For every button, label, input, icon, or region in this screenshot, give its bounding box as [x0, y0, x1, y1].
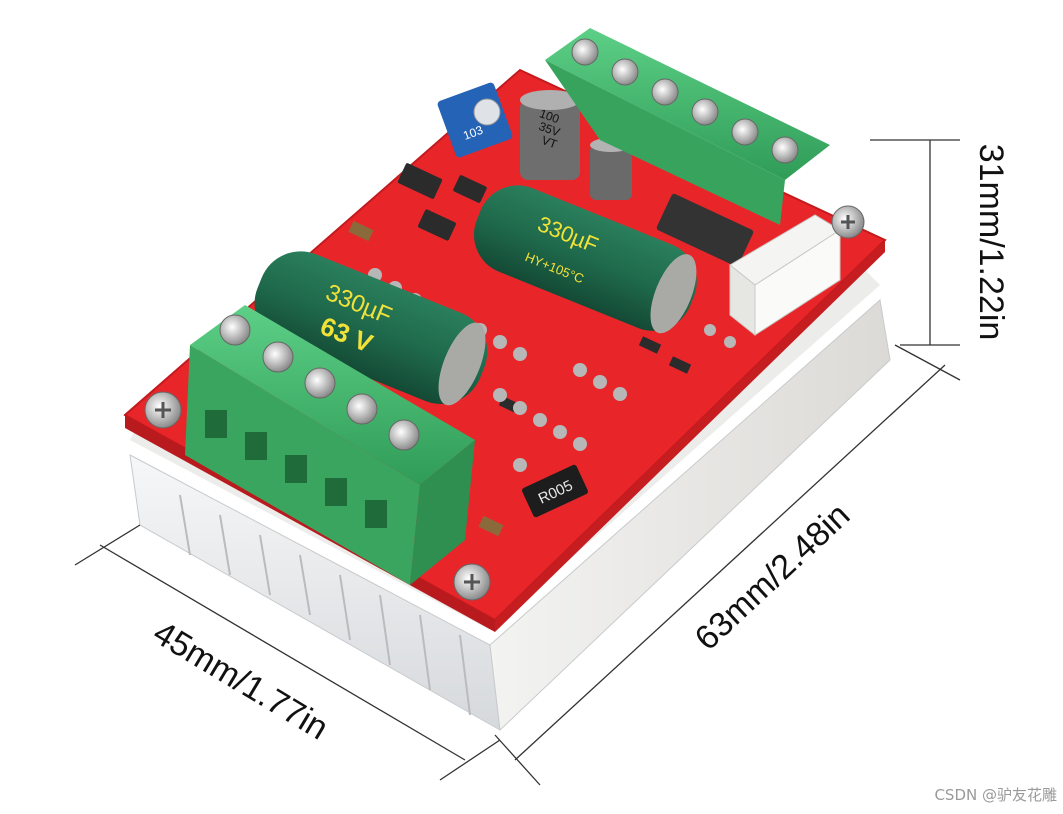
potentiometer-marking: 103 — [461, 123, 485, 143]
terminal-wire-holes-5pin — [205, 410, 387, 528]
large-capacitor-1: 330µF 63 V — [254, 251, 488, 406]
small-capacitor-value: 100 — [538, 106, 562, 126]
small-capacitor-code: VT — [540, 133, 560, 152]
heatsink-fins — [179, 494, 471, 716]
heatsink — [129, 265, 891, 732]
terminal-block-6pin — [545, 28, 830, 225]
height-dimension-label: 31mm/1.22in — [972, 144, 1010, 341]
terminal-screws-6pin — [571, 38, 799, 164]
white-connector — [729, 214, 841, 337]
length-dimension — [494, 344, 961, 786]
width-dimension — [74, 524, 501, 781]
watermark: CSDN @驴友花雕 — [934, 786, 1057, 804]
small-capacitor-voltage: 35V — [537, 119, 562, 139]
terminal-screws-5pin — [219, 314, 420, 451]
large-capacitor-2: 330µF HY+105°C — [473, 185, 697, 334]
width-dimension-label: 45mm/1.77in — [147, 614, 335, 748]
mounting-screws — [144, 205, 865, 601]
height-dimension — [870, 139, 960, 346]
small-capacitor: 100 35V VT — [520, 90, 580, 180]
potentiometer: 103 — [437, 82, 513, 158]
terminal-block-5pin — [185, 305, 475, 585]
